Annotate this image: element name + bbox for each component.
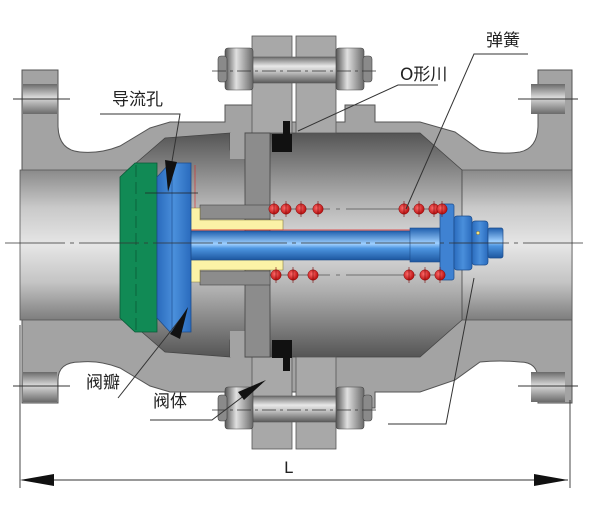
leader-arrows <box>165 160 266 400</box>
bolt <box>249 395 341 423</box>
flange-bolt-hole <box>23 372 57 402</box>
nut <box>224 47 254 91</box>
o-ring-seal <box>272 121 292 371</box>
disc-body-blue <box>156 162 192 333</box>
label-valve-body: 阀体 <box>153 392 187 412</box>
nut <box>335 47 365 91</box>
valve-stem <box>184 230 418 261</box>
label-o-ring: O形川 <box>400 65 447 85</box>
bottom-clamp <box>212 356 378 450</box>
dimension-arrow-left <box>20 474 54 486</box>
stem-sleeve <box>409 227 441 263</box>
top-clamp <box>212 35 378 134</box>
flange-bolt-hole <box>531 372 565 402</box>
disc-face-green <box>119 162 158 333</box>
dimension-l <box>19 325 571 488</box>
dimension-arrow-right <box>534 474 568 486</box>
nut <box>335 386 365 430</box>
label-valve-disc: 阀瓣 <box>86 373 120 393</box>
label-length: L <box>284 458 293 477</box>
bolt <box>249 56 341 84</box>
valve-disc <box>119 162 198 333</box>
spring <box>268 201 448 283</box>
label-flow-hole: 导流孔 <box>112 90 163 110</box>
label-spring: 弹簧 <box>486 31 520 51</box>
